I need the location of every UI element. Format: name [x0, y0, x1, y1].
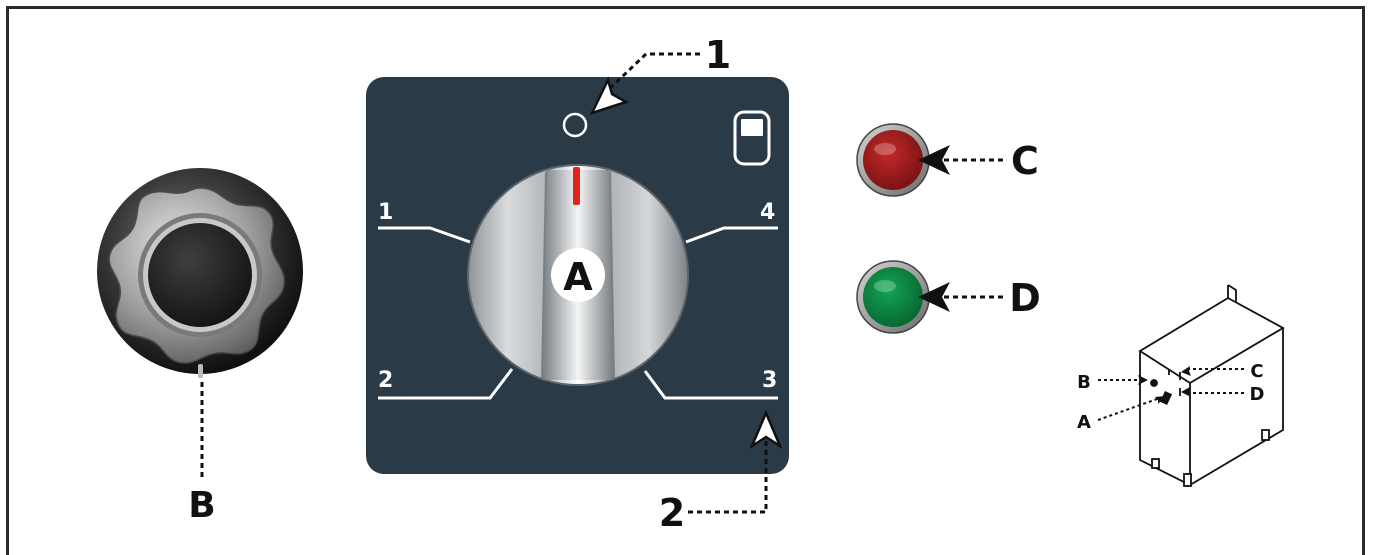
position-line-2 [378, 368, 514, 400]
mini-label-c: C [1250, 361, 1263, 382]
lamp-c [856, 123, 930, 197]
knob-b-center [148, 223, 252, 327]
mini-label-d: D [1250, 384, 1265, 405]
pilot-indicator-ring [562, 112, 588, 138]
position-label-4: 4 [760, 200, 775, 225]
lamp-d-label: D [1009, 276, 1041, 320]
callout-2: 2 [659, 409, 783, 535]
knob-b [97, 168, 303, 378]
position-line-1 [378, 226, 471, 244]
callout-1: 1 [589, 33, 731, 116]
knob-b-label: B [188, 485, 215, 526]
mini-diagram-leaders [1097, 368, 1245, 421]
knob-a[interactable]: A [467, 164, 689, 386]
position-label-2: 2 [378, 368, 393, 393]
lamp-d-arrow [918, 282, 950, 312]
knob-b-marker [198, 364, 203, 378]
position-label-3: 3 [762, 368, 777, 393]
appliance-mini-diagram [1138, 284, 1285, 487]
callout-2-label: 2 [659, 491, 685, 535]
mini-label-b: B [1077, 372, 1091, 393]
callout-1-label: 1 [705, 33, 731, 77]
lamp-c-label: C [1011, 139, 1039, 183]
knob-a-label: A [563, 255, 593, 299]
knob-a-indicator [573, 167, 580, 205]
position-line-4 [685, 226, 778, 244]
lamp-c-arrow [918, 145, 950, 175]
position-label-1: 1 [378, 200, 393, 225]
position-line-3 [643, 370, 778, 400]
knob-a-label-disc [551, 248, 605, 302]
lamp-d [856, 260, 930, 334]
oven-icon [733, 110, 771, 166]
diagram-frame [6, 6, 1365, 555]
mini-label-a: A [1077, 412, 1091, 433]
